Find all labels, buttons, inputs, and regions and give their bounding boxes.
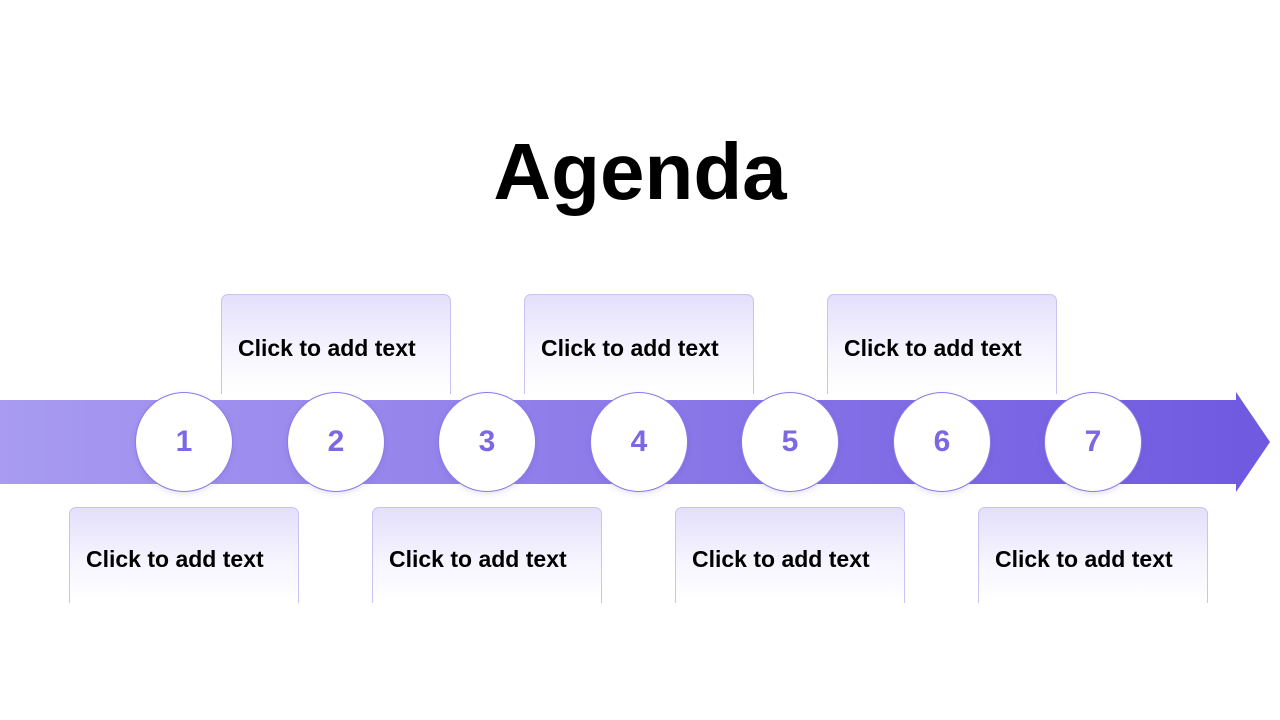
step-6-text-box[interactable]: Click to add text <box>827 294 1057 394</box>
step-2-text-box[interactable]: Click to add text <box>221 294 451 394</box>
step-4-circle[interactable]: 4 <box>590 392 688 492</box>
step-7-circle[interactable]: 7 <box>1044 392 1142 492</box>
step-5-circle[interactable]: 5 <box>741 392 839 492</box>
step-3-text-box[interactable]: Click to add text <box>372 507 602 603</box>
step-4-text[interactable]: Click to add text <box>541 335 719 361</box>
step-4-text-box[interactable]: Click to add text <box>524 294 754 394</box>
step-3-number: 3 <box>478 425 496 458</box>
step-2-number: 2 <box>327 425 345 458</box>
step-5-text[interactable]: Click to add text <box>692 546 870 572</box>
slide-title[interactable]: Agenda <box>493 127 787 216</box>
step-1-text[interactable]: Click to add text <box>86 546 264 572</box>
step-3-circle[interactable]: 3 <box>438 392 536 492</box>
step-6-circle[interactable]: 6 <box>893 392 991 492</box>
step-2-text[interactable]: Click to add text <box>238 335 416 361</box>
step-3-text[interactable]: Click to add text <box>389 546 567 572</box>
step-5-text-box[interactable]: Click to add text <box>675 507 905 603</box>
step-6-text[interactable]: Click to add text <box>844 335 1022 361</box>
step-2-circle[interactable]: 2 <box>287 392 385 492</box>
step-1-number: 1 <box>175 425 193 458</box>
step-4-number: 4 <box>630 425 648 458</box>
step-1-text-box[interactable]: Click to add text <box>69 507 299 603</box>
step-7-text-box[interactable]: Click to add text <box>978 507 1208 603</box>
step-6-number: 6 <box>933 425 951 458</box>
step-5-number: 5 <box>781 425 799 458</box>
step-7-number: 7 <box>1084 425 1102 458</box>
step-7-text[interactable]: Click to add text <box>995 546 1173 572</box>
step-1-circle[interactable]: 1 <box>135 392 233 492</box>
